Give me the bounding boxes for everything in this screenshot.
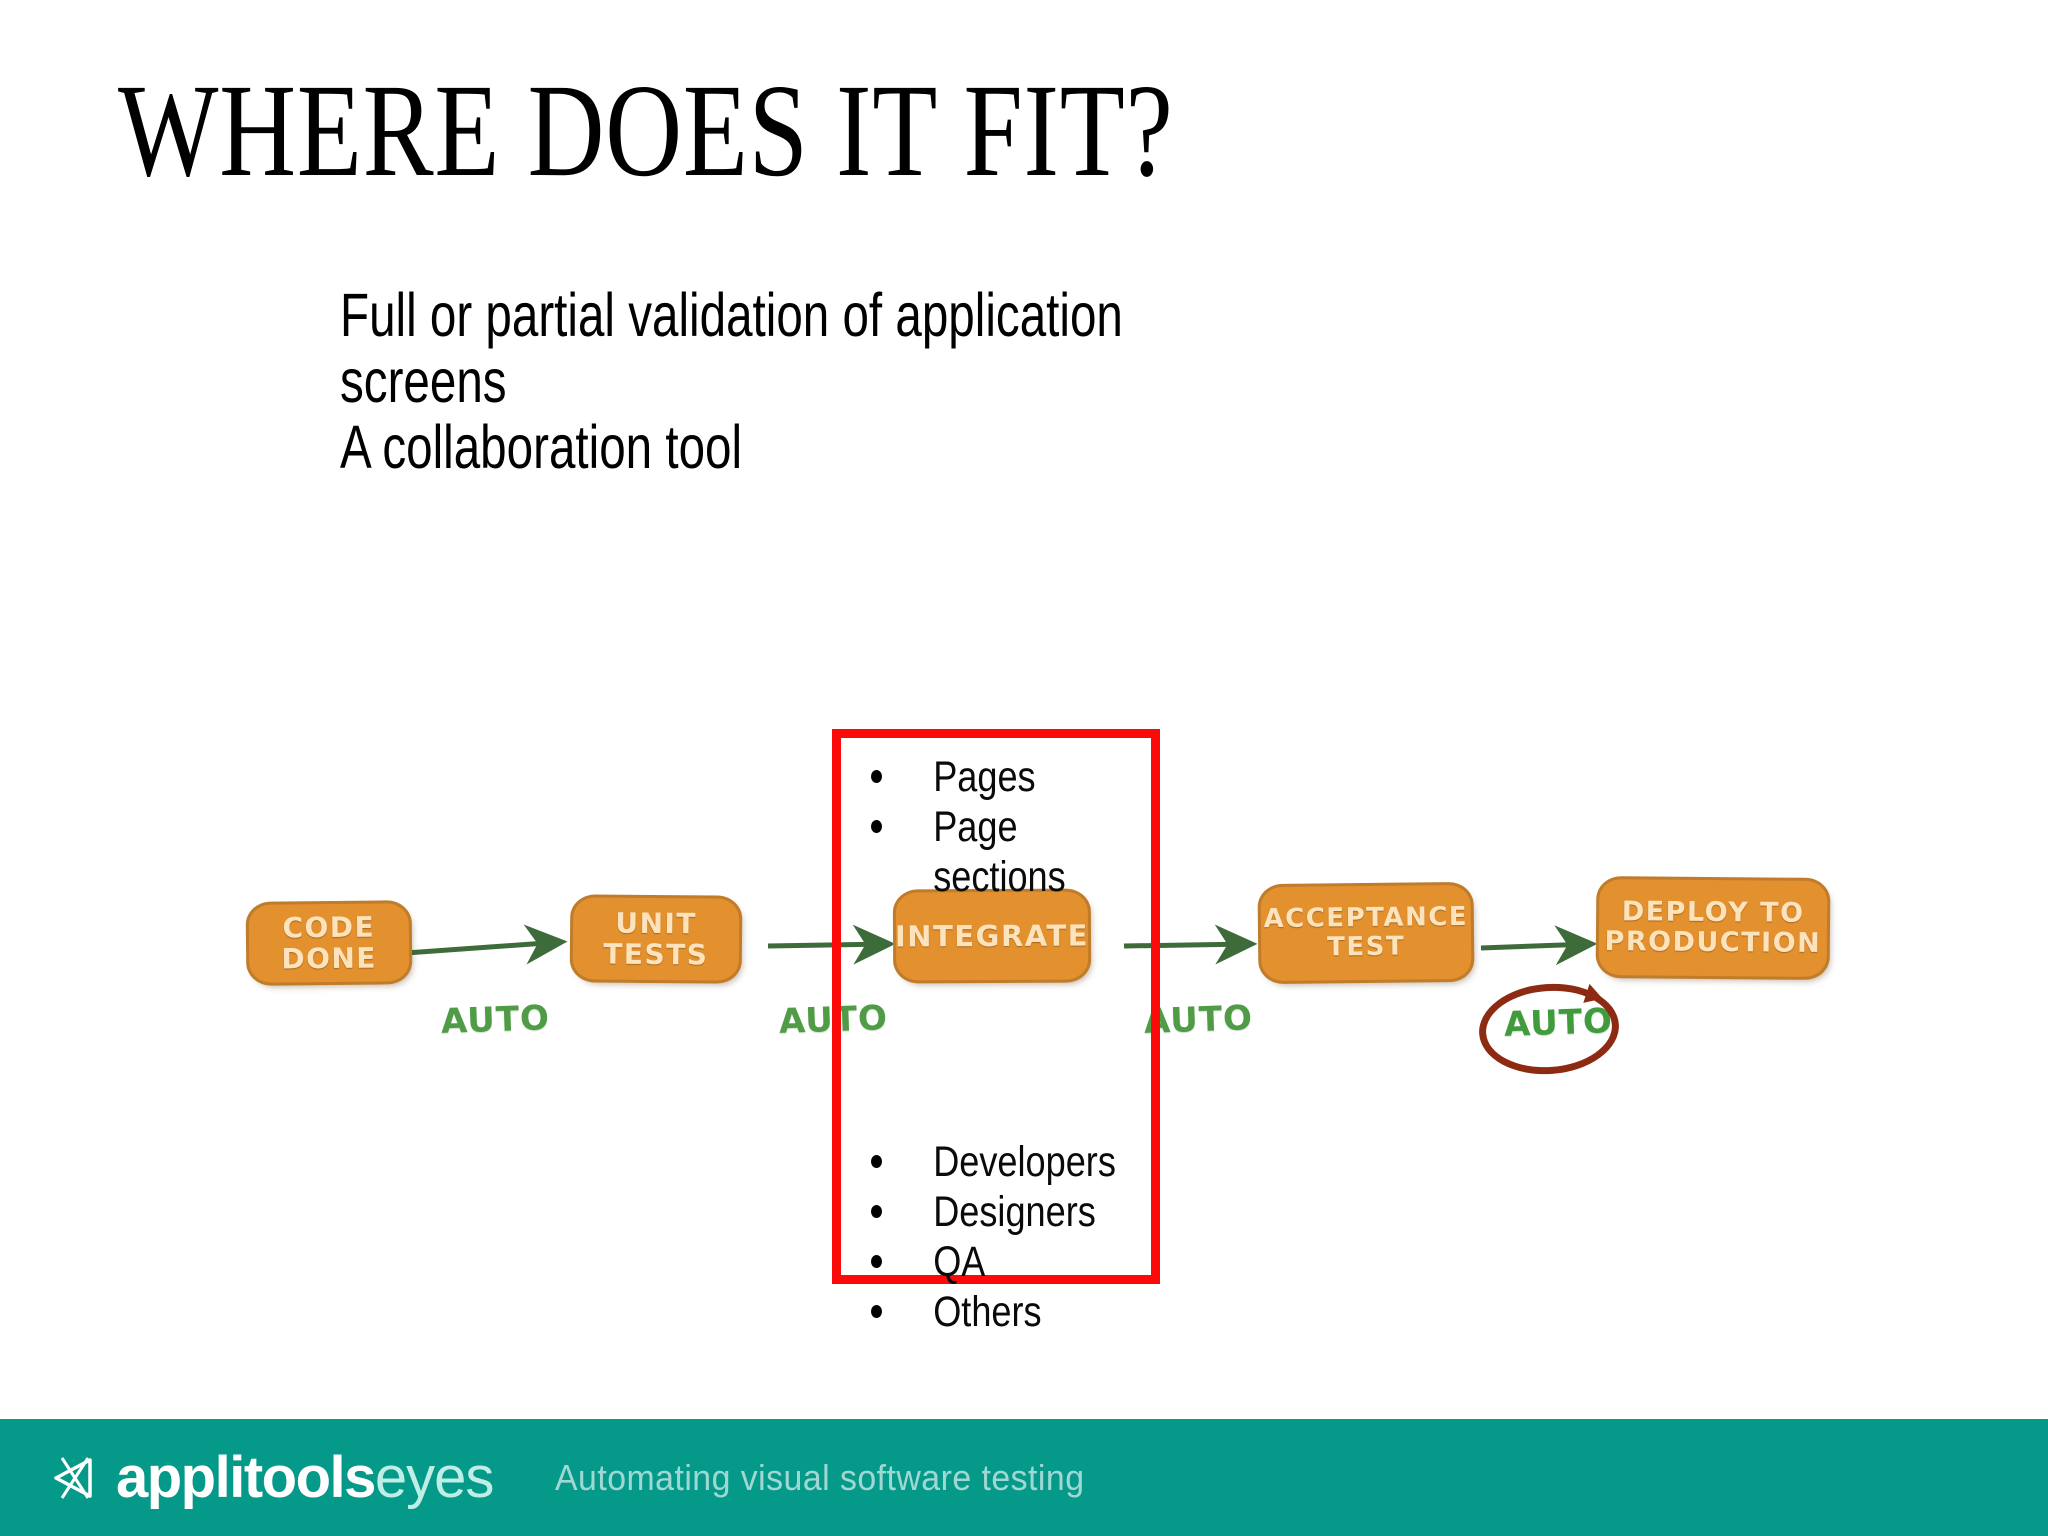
list-item: Page sections <box>866 803 1202 903</box>
list-item: Developers <box>866 1138 1202 1188</box>
pipeline-stage-deploy-to-production: DEPLOY TO PRODUCTION <box>1598 879 1828 977</box>
pipeline-stage-label: DEPLOY TO PRODUCTION <box>1604 895 1822 959</box>
arrow-1 <box>405 924 568 965</box>
list-item: QA <box>866 1238 1202 1288</box>
bullet-dot-icon <box>871 1155 882 1169</box>
pipeline-stage-label: ACCEPTANCE TEST <box>1263 901 1469 963</box>
list-item-label: Pages <box>933 753 1036 801</box>
highlight-bottom-bullets: Developers Designers QA Others <box>866 1138 1202 1338</box>
bullet-dot-icon <box>871 1304 882 1318</box>
footer-bar: applitoolseyes Automating visual softwar… <box>0 1419 2048 1536</box>
subtitle-line-3: A collaboration tool <box>340 412 743 481</box>
bullet-dot-icon <box>871 1205 882 1219</box>
pipeline-stage-unit-tests: UNIT TESTS <box>572 897 740 981</box>
footer-brand-light: eyes <box>374 1444 495 1510</box>
page-title: WHERE DOES IT FIT? <box>118 56 1174 204</box>
pipeline-diagram: CODE DONE UNIT TESTS INTEGRATE ACCEPTANC… <box>0 860 2048 1090</box>
subtitle-line-2: screens <box>340 346 507 415</box>
list-item-label: Page sections <box>933 802 1066 901</box>
footer-tagline: Automating visual software testing <box>555 1456 1085 1498</box>
list-item-label: Designers <box>933 1187 1096 1236</box>
pipeline-stage-acceptance-test: ACCEPTANCE TEST <box>1260 884 1472 982</box>
list-item: Designers <box>866 1188 1202 1238</box>
list-item-label: Developers <box>933 1138 1116 1186</box>
list-item: Others <box>866 1288 1202 1338</box>
list-item-label: Others <box>933 1287 1042 1336</box>
bullet-dot-icon <box>871 820 882 834</box>
highlight-rectangle <box>832 729 1160 1284</box>
highlight-top-bullets: Pages Page sections <box>866 753 1202 903</box>
arrow-3 <box>1123 924 1258 965</box>
footer-brand-bold: applitools <box>116 1444 376 1510</box>
subtitle-block: Full or partial validation of applicatio… <box>340 281 1315 481</box>
applitools-logo-icon <box>54 1456 92 1499</box>
arrow-2 <box>767 924 896 965</box>
subtitle-line-1: Full or partial validation of applicatio… <box>340 281 1123 349</box>
arrow-4 <box>1480 925 1598 966</box>
list-item-label: QA <box>933 1237 986 1286</box>
pipeline-stage-label: CODE DONE <box>281 910 378 976</box>
bullet-dot-icon <box>871 1254 882 1268</box>
list-item: Pages <box>866 753 1202 803</box>
pipeline-arrows-svg <box>405 924 1598 966</box>
pipeline-stage-code-done: CODE DONE <box>248 903 410 983</box>
bullet-dot-icon <box>871 770 882 784</box>
auto-label-1: AUTO <box>440 998 551 1042</box>
footer-wordmark: applitoolseyes <box>116 1448 494 1507</box>
pipeline-stage-label: UNIT TESTS <box>603 906 709 972</box>
